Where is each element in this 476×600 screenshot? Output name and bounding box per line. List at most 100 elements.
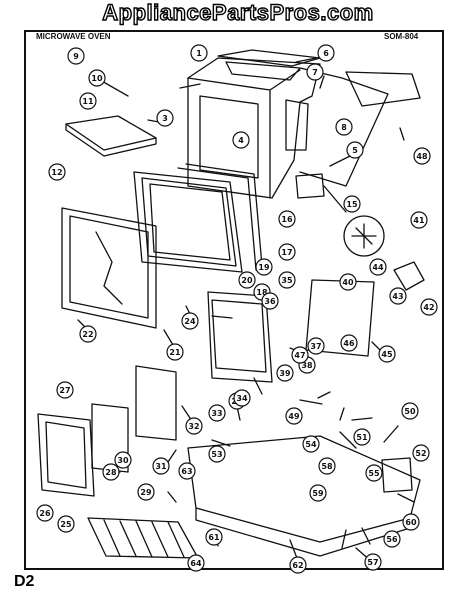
callout-label: 52 <box>415 449 426 458</box>
callout-circle <box>56 381 74 399</box>
callout-label: 42 <box>423 303 434 312</box>
callout-1: 1 <box>190 44 208 62</box>
callout-34: 34 <box>233 389 251 407</box>
callout-33: 33 <box>208 404 226 422</box>
callout-circle <box>413 147 431 165</box>
callout-label: 22 <box>82 330 93 339</box>
callout-32: 32 <box>185 417 203 435</box>
callout-56: 56 <box>383 530 401 548</box>
callout-42: 42 <box>420 298 438 316</box>
shelf-panel <box>65 115 157 151</box>
callout-label: 30 <box>117 456 129 465</box>
callout-circle <box>289 556 307 574</box>
callout-circle <box>343 195 361 213</box>
transformer <box>381 457 413 493</box>
callout-circle <box>302 435 320 453</box>
callout-label: 6 <box>323 49 329 58</box>
callout-62: 62 <box>289 556 307 574</box>
callout-label: 1 <box>196 49 202 58</box>
callout-circle <box>181 312 199 330</box>
callout-circle <box>208 404 226 422</box>
callout-label: 49 <box>288 412 300 421</box>
fan-blade <box>393 261 425 291</box>
callout-circle <box>412 444 430 462</box>
callout-4: 4 <box>232 131 250 149</box>
callout-circle <box>190 44 208 62</box>
callout-label: 33 <box>211 409 222 418</box>
callout-label: 55 <box>368 469 380 478</box>
callout-41: 41 <box>410 211 428 229</box>
callout-label: 29 <box>140 488 152 497</box>
outer-wrapper <box>299 67 389 187</box>
callout-circle <box>261 292 279 310</box>
callout-circle <box>88 69 106 87</box>
callout-circle <box>255 258 273 276</box>
callout-16: 16 <box>278 210 296 228</box>
callout-label: 31 <box>155 462 167 471</box>
callout-label: 62 <box>292 561 303 570</box>
callout-label: 50 <box>404 407 416 416</box>
callout-36: 36 <box>261 292 279 310</box>
callout-45: 45 <box>378 345 396 363</box>
callout-48: 48 <box>413 147 431 165</box>
callout-63: 63 <box>178 462 196 480</box>
callout-6: 6 <box>317 44 335 62</box>
callout-label: 61 <box>208 533 220 542</box>
callout-8: 8 <box>335 118 353 136</box>
callout-label: 20 <box>241 276 253 285</box>
callout-10: 10 <box>88 69 106 87</box>
callout-circle <box>291 346 309 364</box>
callout-43: 43 <box>389 287 407 305</box>
callout-label: 27 <box>59 386 70 395</box>
callout-circle <box>276 364 294 382</box>
callout-label: 45 <box>381 350 393 359</box>
callout-circle <box>306 63 324 81</box>
callout-64: 64 <box>187 554 205 572</box>
callout-circle <box>166 343 184 361</box>
callout-30: 30 <box>114 451 132 469</box>
callout-11: 11 <box>79 92 97 110</box>
callout-46: 46 <box>340 334 358 352</box>
callout-circle <box>48 163 66 181</box>
callout-label: 48 <box>416 152 428 161</box>
callout-label: 18 <box>256 288 268 297</box>
callout-circle <box>340 334 358 352</box>
callout-58: 58 <box>318 457 336 475</box>
callout-label: 36 <box>264 297 276 306</box>
callout-label: 44 <box>372 263 384 272</box>
callout-label: 54 <box>305 440 317 449</box>
callout-5: 5 <box>346 141 364 159</box>
control-bracket <box>207 291 273 383</box>
callout-52: 52 <box>412 444 430 462</box>
callout-circle <box>317 44 335 62</box>
callout-label: 43 <box>392 292 403 301</box>
callout-7: 7 <box>306 63 324 81</box>
callout-26: 26 <box>36 504 54 522</box>
callout-24: 24 <box>181 312 199 330</box>
callout-circle <box>185 417 203 435</box>
callout-20: 20 <box>238 271 256 289</box>
callout-59: 59 <box>309 484 327 502</box>
callout-circle <box>389 287 407 305</box>
callout-label: 25 <box>60 520 72 529</box>
callout-35: 35 <box>278 271 296 289</box>
callout-label: 38 <box>301 361 313 370</box>
callout-label: 5 <box>352 146 358 155</box>
callout-circle <box>383 530 401 548</box>
door-screen <box>61 207 157 329</box>
callout-circle <box>353 428 371 446</box>
watermark: AppliancePartsPros.com <box>102 0 374 26</box>
callout-label: 46 <box>343 339 355 348</box>
callout-circle <box>401 402 419 420</box>
callout-21: 21 <box>166 343 184 361</box>
callout-circle <box>339 273 357 291</box>
callout-label: 39 <box>279 369 291 378</box>
callout-circle <box>285 407 303 425</box>
callout-circle <box>278 210 296 228</box>
callout-22: 22 <box>79 325 97 343</box>
callout-circle <box>79 92 97 110</box>
callout-circle <box>102 463 120 481</box>
callout-circle <box>307 337 325 355</box>
callout-label: 34 <box>236 394 248 403</box>
